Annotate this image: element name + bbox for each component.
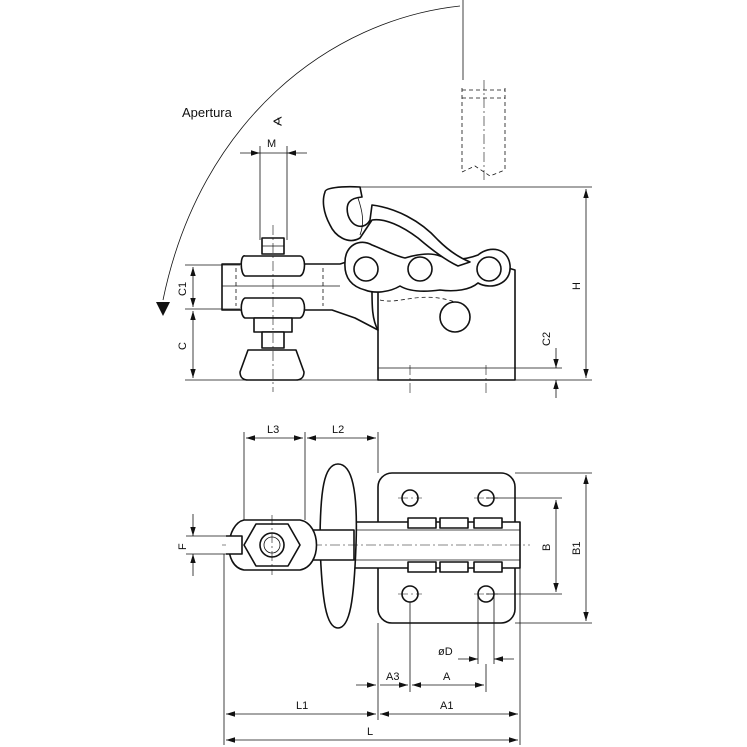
opening-label: Apertura — [182, 105, 233, 120]
dim-m: M — [240, 138, 307, 240]
dim-d: øD — [438, 594, 514, 664]
dim-c-label: C — [177, 342, 189, 350]
dim-l1-label: L1 — [296, 700, 308, 712]
opening-arc-arrowhead — [156, 302, 170, 316]
handle — [322, 185, 471, 267]
spindle-pad — [239, 349, 305, 381]
dim-l2-label: L2 — [332, 424, 344, 436]
top-view: L3 L2 F B B1 — [177, 424, 592, 745]
pivot-2 — [407, 256, 433, 282]
dim-l1-a1: L1 A1 — [226, 700, 518, 717]
dim-b1: B1 — [515, 472, 592, 624]
dim-m-label: M — [267, 138, 276, 150]
dim-l3: L3 — [243, 424, 306, 520]
dim-a3-a: A3 A — [356, 602, 487, 692]
open-position-arm — [461, 80, 506, 180]
dim-l: L — [226, 726, 518, 743]
base-pivot — [439, 301, 471, 333]
pivot-3 — [476, 256, 502, 282]
dim-l-label: L — [367, 726, 373, 738]
dim-b-label: B — [541, 544, 553, 551]
dim-a1-label: A1 — [440, 700, 453, 712]
dim-a3-label: A3 — [386, 671, 399, 683]
dim-l3-label: L3 — [267, 424, 279, 436]
dim-h: H — [515, 189, 592, 381]
dim-c: C — [177, 311, 378, 381]
dim-c2: C2 — [515, 332, 562, 398]
angle-symbol: ∢ — [272, 114, 283, 129]
dim-c2-label: C2 — [541, 332, 553, 346]
dim-d-label: øD — [438, 646, 453, 658]
dim-c1-label: C1 — [177, 282, 189, 296]
dim-b: B — [486, 497, 562, 595]
side-view: Apertura ∢ M — [156, 0, 592, 398]
dim-l2: L2 — [307, 424, 379, 473]
spindle — [239, 225, 306, 392]
dim-b1-label: B1 — [571, 542, 583, 555]
dim-f-label: F — [177, 543, 189, 550]
dim-c1: C1 — [177, 264, 240, 310]
opening-arc — [162, 5, 461, 301]
dim-f: F — [177, 514, 226, 576]
dim-h-label: H — [571, 282, 583, 290]
pivot-1 — [353, 256, 379, 282]
dim-a-label: A — [443, 671, 451, 683]
